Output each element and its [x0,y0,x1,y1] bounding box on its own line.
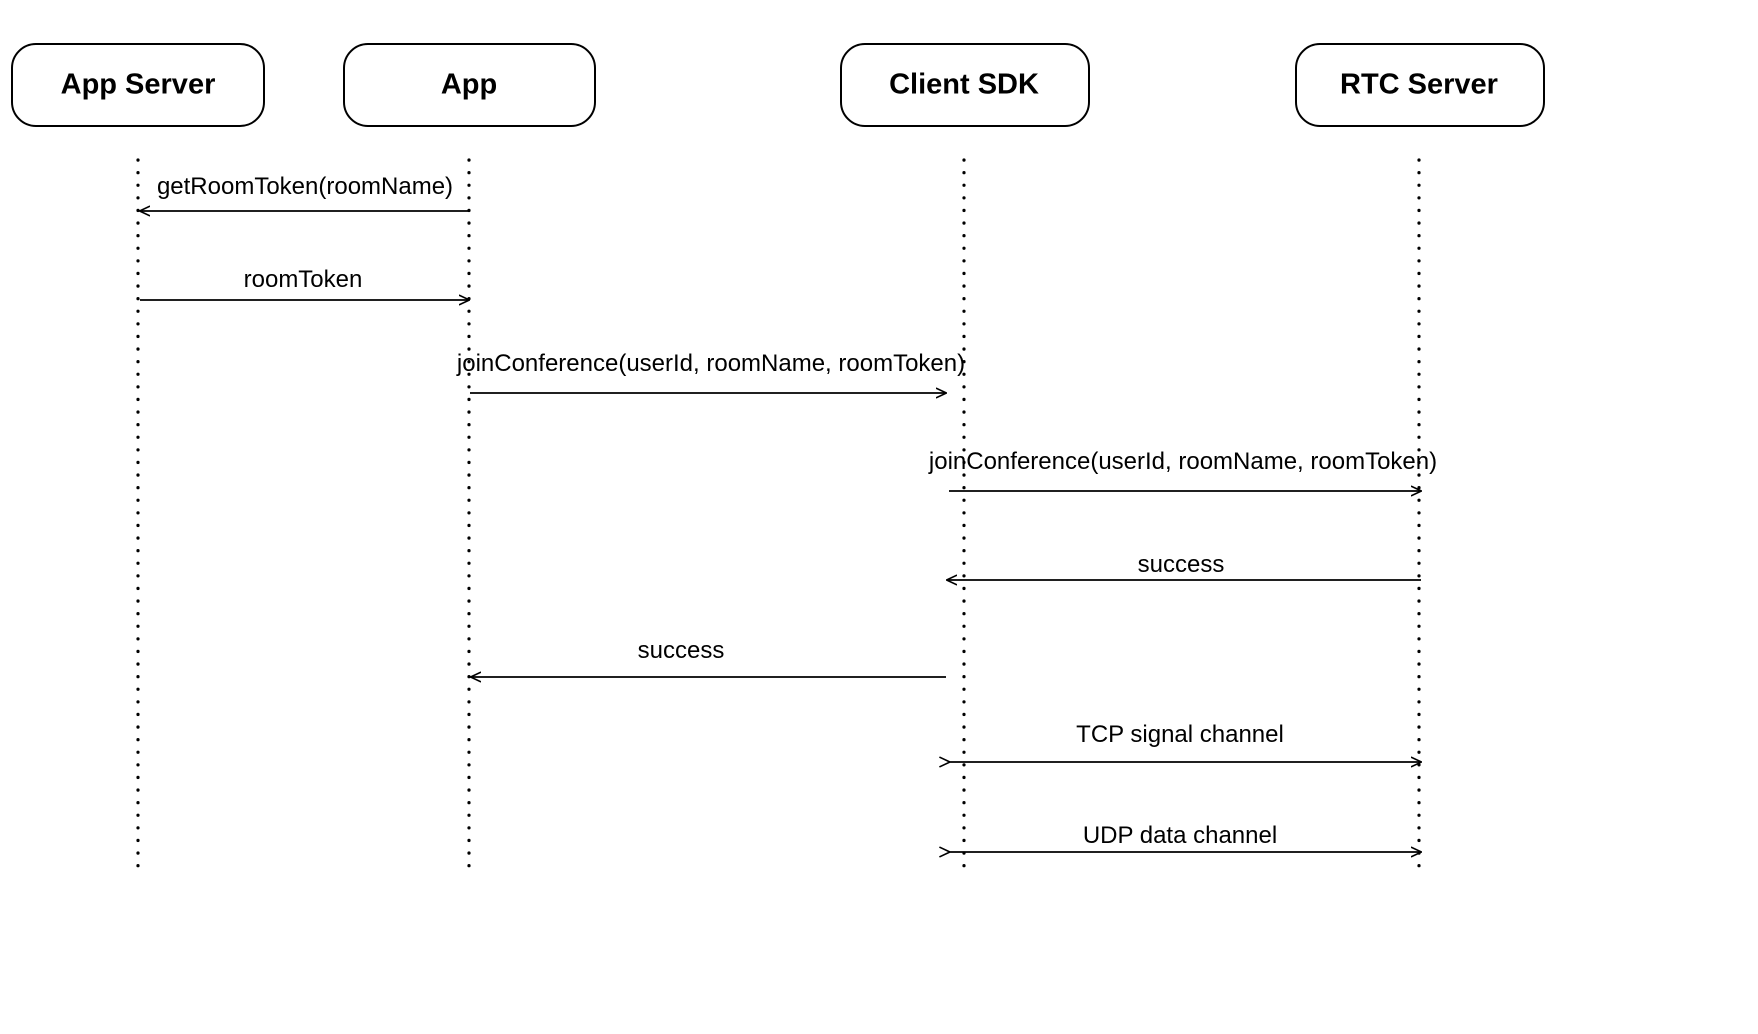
participant-client-sdk[interactable]: Client SDK [840,43,1090,127]
participant-layer: App Server App Client SDK RTC Server [11,43,1545,127]
participant-box-client-sdk [840,43,1090,127]
lifeline-layer [136,158,1421,868]
participant-rtc-server[interactable]: RTC Server [1295,43,1545,127]
message-m5[interactable]: success [947,551,1421,580]
message-m7[interactable]: TCP signal channel [949,721,1421,762]
message-m8[interactable]: UDP data channel [949,822,1421,852]
message-layer: getRoomToken(roomName) roomToken joinConfe… [140,173,1437,852]
message-label-m7: TCP signal channel [1076,721,1284,748]
message-label-m6: success [638,637,725,664]
participant-label-client-sdk: Client SDK [889,69,1039,101]
message-m3[interactable]: joinConference(userId, roomName, roomTok… [456,350,965,393]
participant-box-app-server [11,43,265,127]
participant-app-server[interactable]: App Server [11,43,265,127]
message-m6[interactable]: success [471,637,946,677]
message-m2[interactable]: roomToken [140,266,469,300]
participant-label-app-server: App Server [61,69,216,101]
participant-box-app [343,43,596,127]
message-label-m1: getRoomToken(roomName) [157,173,453,200]
message-label-m4: joinConference(userId, roomName, roomTok… [928,448,1437,475]
participant-app[interactable]: App [343,43,596,127]
message-label-m8: UDP data channel [1083,822,1277,849]
participant-label-app: App [441,69,497,101]
message-m4[interactable]: joinConference(userId, roomName, roomTok… [928,448,1437,491]
message-label-m2: roomToken [244,266,363,293]
message-label-m3: joinConference(userId, roomName, roomTok… [456,350,965,377]
participant-label-rtc-server: RTC Server [1340,69,1498,101]
participant-box-rtc-server [1295,43,1545,127]
message-m1[interactable]: getRoomToken(roomName) [140,173,469,211]
message-label-m5: success [1138,551,1225,578]
